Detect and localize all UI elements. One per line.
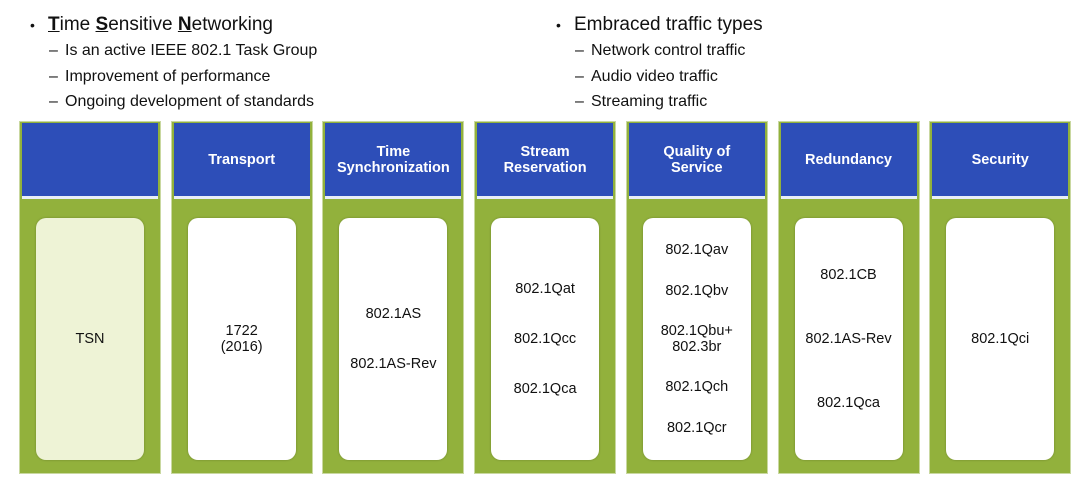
- title-initial-letter: S: [95, 14, 109, 35]
- column-header-label: Quality of Service: [663, 143, 731, 176]
- standard-item: 802.1Qcc: [514, 331, 577, 347]
- dash-icon: –: [575, 67, 584, 85]
- dash-icon: –: [575, 42, 584, 59]
- sub-bullet: –Streaming traffic: [575, 89, 763, 115]
- title-text-part: ime: [59, 14, 96, 35]
- traffic-bullet-list: • Embraced traffic types –Network contro…: [556, 12, 763, 115]
- standard-item: 802.1AS: [365, 306, 422, 322]
- sub-bullet: –Improvement of performance: [49, 64, 317, 90]
- standard-column: Transport 1722 (2016): [170, 121, 313, 474]
- standard-item: 802.1AS-Rev: [350, 356, 437, 372]
- standard-column: Security 802.1Qci: [929, 121, 1072, 474]
- standards-box: 802.1Qav 802.1Qbv 802.1Qbu+ 802.3br 802.1Qc…: [642, 218, 751, 460]
- standard-item: 802.1Qat: [515, 281, 575, 297]
- column-header-label: Security: [971, 151, 1029, 168]
- title-text-part: etworking: [191, 14, 273, 35]
- standards-box: 802.1Qat 802.1Qcc 802.1Qca: [491, 218, 600, 460]
- tsn-bullet-list: • Time Sensitive Networking –Is an activ…: [30, 12, 317, 115]
- column-header: Stream Reservation: [477, 123, 614, 199]
- standard-item: 802.1Qci: [971, 331, 1030, 347]
- dash-icon: –: [49, 42, 58, 59]
- traffic-sub-list: –Network control traffic–Audio video tra…: [556, 38, 763, 115]
- title-text-part: ensitive: [108, 14, 178, 35]
- column-header: Security: [932, 123, 1069, 199]
- bullet-dot-icon: •: [30, 17, 35, 33]
- column-header: [22, 123, 158, 199]
- column-header-label: Transport: [208, 151, 276, 168]
- sub-bullet: –Audio video traffic: [575, 64, 763, 90]
- standards-box: TSN: [36, 218, 144, 460]
- column-header: Redundancy: [780, 123, 917, 199]
- tsn-standards-table: TSN Transport 1722 (2016) Time Synchronizat…: [19, 121, 1072, 474]
- dash-icon: –: [575, 93, 584, 110]
- standard-item: 802.1Qca: [513, 381, 577, 397]
- standard-item: 802.1Qch: [665, 379, 729, 396]
- standards-box: 802.1CB 802.1AS-Rev 802.1Qca: [794, 218, 903, 460]
- standard-item: 802.1Qbv: [665, 282, 729, 299]
- column-header: Quality of Service: [628, 123, 765, 199]
- standard-item: 802.1Qca: [817, 395, 880, 411]
- traffic-title: Embraced traffic types: [574, 14, 763, 35]
- standard-column: Redundancy 802.1CB 802.1AS-Rev 802.1Qca: [777, 121, 920, 474]
- sub-bullet-text: Is an active IEEE 802.1 Task Group: [65, 42, 318, 59]
- tsn-title: Time Sensitive Networking: [48, 12, 273, 38]
- standards-box: 802.1AS 802.1AS-Rev: [339, 218, 448, 460]
- standard-column: TSN: [19, 121, 161, 474]
- standard-item: 802.1CB: [820, 267, 877, 283]
- standard-item: 1722 (2016): [220, 323, 263, 355]
- sub-bullet-text: Streaming traffic: [591, 93, 708, 110]
- sub-bullet-text: Audio video traffic: [591, 67, 718, 85]
- standard-column: Time Synchronization 802.1AS 802.1AS-Rev: [322, 121, 465, 474]
- standard-item: 802.1Qav: [665, 242, 729, 259]
- standards-box: 1722 (2016): [187, 218, 296, 460]
- sub-bullet-text: Ongoing development of standards: [65, 93, 315, 110]
- standard-item: TSN: [75, 331, 105, 347]
- standards-box: 802.1Qci: [946, 218, 1055, 460]
- sub-bullet: –Ongoing development of standards: [49, 89, 317, 115]
- sub-bullet: –Is an active IEEE 802.1 Task Group: [49, 38, 317, 64]
- standard-item: 802.1Qcr: [666, 419, 727, 436]
- sub-bullet: –Network control traffic: [575, 38, 763, 64]
- column-header: Time Synchronization: [325, 123, 462, 199]
- title-initial-letter: T: [48, 14, 60, 35]
- standard-item: 802.1Qbu+ 802.3br: [660, 322, 733, 355]
- column-header-label: Time Synchronization: [336, 143, 450, 176]
- title-initial-letter: N: [177, 14, 192, 35]
- column-header-label: Redundancy: [804, 151, 892, 168]
- dash-icon: –: [49, 67, 58, 85]
- dash-icon: –: [49, 93, 58, 110]
- tsn-sub-list: –Is an active IEEE 802.1 Task Group–Impr…: [30, 38, 317, 115]
- column-header: Transport: [173, 123, 310, 199]
- tsn-title-bullet: • Time Sensitive Networking: [30, 12, 317, 38]
- sub-bullet-text: Improvement of performance: [65, 67, 271, 85]
- bullet-dot-icon: •: [556, 17, 561, 33]
- standard-item: 802.1AS-Rev: [805, 331, 892, 347]
- sub-bullet-text: Network control traffic: [591, 42, 746, 59]
- traffic-title-bullet: • Embraced traffic types: [556, 12, 763, 38]
- column-header-label: Stream Reservation: [503, 143, 587, 176]
